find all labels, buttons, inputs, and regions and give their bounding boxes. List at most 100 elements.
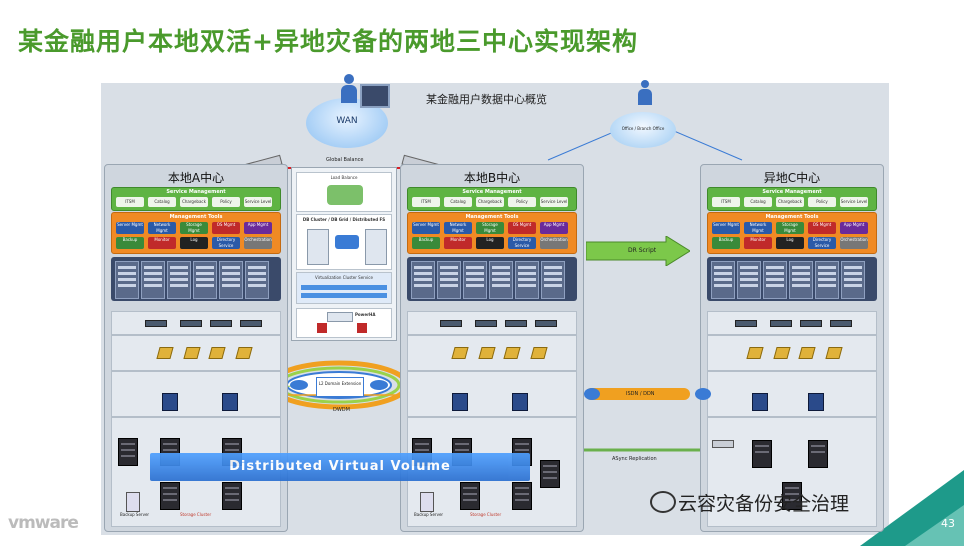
backup-server-a-label: Backup Server — [120, 512, 150, 517]
storage-cluster-b-label: Storage Cluster — [470, 512, 502, 517]
core-switch — [452, 393, 468, 411]
storage-array — [160, 482, 180, 510]
access-switch — [830, 320, 852, 327]
sm-item: Catalog — [148, 197, 176, 207]
datacenter-a: 本地A中心 Service Management ITSM Catalog Ch… — [104, 164, 288, 532]
san-switch — [808, 440, 828, 468]
service-management-panel: Service Management ITSM Catalog Chargeba… — [111, 187, 281, 211]
aggregation-layer — [707, 335, 877, 371]
mt-item: OS Mgmt — [808, 222, 836, 234]
mt-item: Monitor — [444, 237, 472, 249]
mt-item: Directory Service — [508, 237, 536, 249]
mt-item: Orchestration — [540, 237, 568, 249]
mt-item: Backup — [116, 237, 144, 249]
access-switch — [440, 320, 462, 327]
mt-item: Server Mgmt — [116, 222, 144, 234]
sm-item: Catalog — [444, 197, 472, 207]
dr-script-arrow — [586, 236, 690, 266]
core-switch — [512, 393, 528, 411]
sm-item: Policy — [808, 197, 836, 207]
wan-label: WAN — [336, 116, 358, 126]
mt-item: Network Mgmt — [148, 222, 176, 234]
storage-array — [512, 482, 532, 510]
dwdm-label: DWDM — [333, 407, 350, 413]
management-tools-header: Management Tools — [465, 214, 519, 220]
virtualization-box: Virtualization Cluster Service — [296, 272, 392, 304]
center-stack: Load Balance DB Cluster / DB Grid / Dist… — [291, 167, 397, 341]
access-switch — [210, 320, 232, 327]
backup-server-b — [420, 492, 434, 512]
monitor-icon — [360, 84, 390, 108]
compute-racks — [111, 257, 281, 301]
mt-item: Server Mgmt — [712, 222, 740, 234]
nas-storage — [118, 438, 138, 466]
service-management-header: Service Management — [166, 189, 226, 195]
dr-script-label: DR Script — [628, 247, 657, 254]
office-cloud: Office / Branch Office — [610, 112, 676, 148]
mt-item: App Mgmt — [244, 222, 272, 234]
mt-item: Backup — [712, 237, 740, 249]
core-layer — [707, 371, 877, 417]
mt-item: Directory Service — [212, 237, 240, 249]
slide-title: 某金融用户本地双活+异地灾备的两地三中心实现架构 — [18, 27, 638, 56]
mt-item: App Mgmt — [540, 222, 568, 234]
core-layer — [407, 371, 577, 417]
compute-racks — [407, 257, 577, 301]
diagram-title: 某金融用户数据中心概览 — [426, 93, 547, 106]
service-management-panel: Service Management ITSM Catalog Chargeba… — [707, 187, 877, 211]
mt-item: App Mgmt — [840, 222, 868, 234]
mt-item: Log — [776, 237, 804, 249]
access-switch — [240, 320, 262, 327]
sm-item: Service Level — [244, 197, 272, 207]
mt-item: Backup — [412, 237, 440, 249]
l2-domain-label: L2 Domain Extension — [318, 381, 362, 386]
sm-item: Policy — [508, 197, 536, 207]
vmware-logo: vmware — [8, 513, 79, 533]
sm-item: Chargeback — [776, 197, 804, 207]
core-layer — [111, 371, 281, 417]
mt-item: Network Mgmt — [444, 222, 472, 234]
office-user-icon — [638, 80, 652, 108]
service-management-header: Service Management — [462, 189, 522, 195]
router-b — [584, 388, 600, 400]
access-switch — [735, 320, 757, 327]
router-c — [695, 388, 711, 400]
mt-item: OS Mgmt — [212, 222, 240, 234]
core-switch — [752, 393, 768, 411]
mt-item: Storage Mgmt — [776, 222, 804, 234]
storage-array — [222, 482, 242, 510]
page-number: 43 — [941, 517, 955, 530]
sm-item: Service Level — [540, 197, 568, 207]
mt-item: Storage Mgmt — [476, 222, 504, 234]
service-management-panel: Service Management ITSM Catalog Chargeba… — [407, 187, 577, 211]
backup-server-a — [126, 492, 140, 512]
management-tools-header: Management Tools — [765, 214, 819, 220]
db-cluster-box: DB Cluster / DB Grid / Distributed FS — [296, 214, 392, 270]
load-balance-label: Load Balance — [330, 175, 358, 180]
compute-racks — [707, 257, 877, 301]
powerha-box: PowerHA — [296, 308, 392, 338]
datacenter-a-title: 本地A中心 — [167, 171, 225, 185]
access-switch — [770, 320, 792, 327]
wechat-icon — [650, 491, 676, 513]
core-switch — [162, 393, 178, 411]
management-tools-panel: Management Tools Server Mgmt Network Mgm… — [407, 212, 577, 254]
management-tools-header: Management Tools — [169, 214, 223, 220]
db-cluster-label: DB Cluster / DB Grid / Distributed FS — [302, 217, 386, 222]
sm-item: Catalog — [744, 197, 772, 207]
mt-item: Log — [180, 237, 208, 249]
mt-item: Directory Service — [808, 237, 836, 249]
mt-item: OS Mgmt — [508, 222, 536, 234]
sm-item: ITSM — [412, 197, 440, 207]
load-balance-box: Load Balance — [296, 172, 392, 212]
storage-array — [540, 460, 560, 488]
san-switch — [752, 440, 772, 468]
mt-item: Storage Mgmt — [180, 222, 208, 234]
mt-item: Orchestration — [244, 237, 272, 249]
async-replication-label: ASync Replication — [612, 456, 657, 462]
access-switch — [505, 320, 527, 327]
mt-item: Monitor — [744, 237, 772, 249]
access-switch — [180, 320, 202, 327]
access-switch — [145, 320, 167, 327]
replication-device — [712, 440, 734, 448]
